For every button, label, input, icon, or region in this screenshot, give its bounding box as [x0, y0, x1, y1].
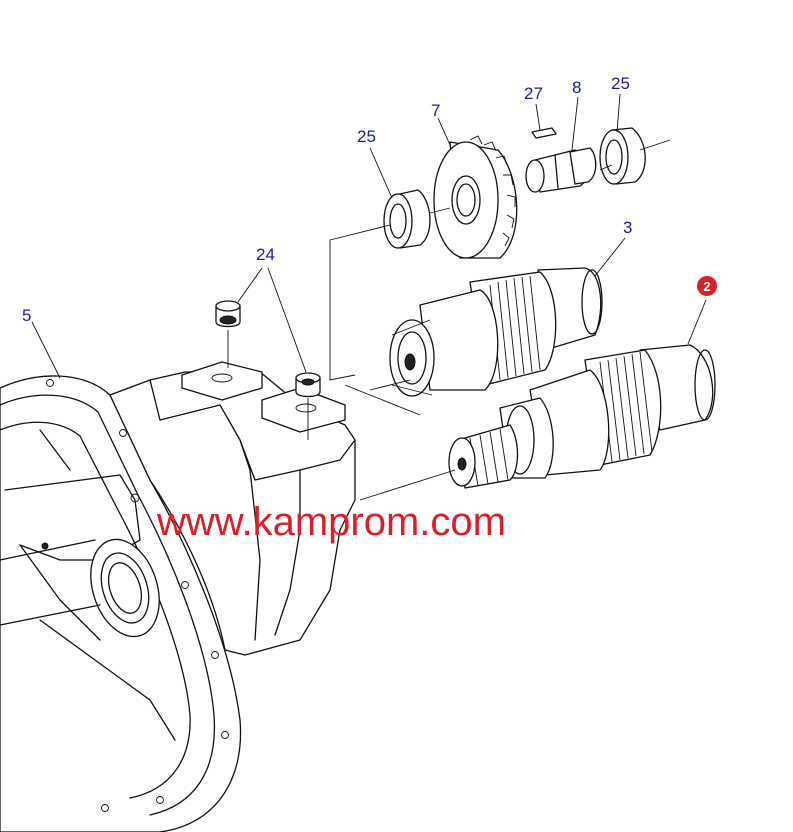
- bolt-hole: [46, 379, 54, 387]
- bolt-hole: [156, 796, 164, 804]
- callout-5: 5: [22, 306, 31, 325]
- plug-part-24-b: [295, 372, 321, 440]
- shaft-part-2: [448, 344, 716, 489]
- callout-25-left: 25: [357, 127, 376, 146]
- callout-7: 7: [431, 101, 440, 120]
- callout-25-right: 25: [611, 74, 630, 93]
- callout-leaders: [31, 93, 707, 379]
- callout-24: 24: [256, 245, 275, 264]
- bolt-hole: [101, 804, 109, 812]
- pinion-shaft-part-3: [389, 267, 603, 397]
- bolt-hole: [119, 429, 127, 437]
- callout-8: 8: [572, 78, 581, 97]
- bolt-hole: [221, 731, 229, 739]
- bearing-part-25-right: [599, 127, 646, 185]
- gear-part-7: [433, 135, 518, 259]
- shaft-part-8: [525, 147, 597, 193]
- callout-3: 3: [623, 218, 632, 237]
- callout-2-badge: 2: [697, 276, 717, 296]
- plug-part-24-a: [215, 300, 241, 368]
- callout-27: 27: [524, 84, 543, 103]
- assembly-axis-lines: [329, 139, 671, 501]
- bolt-hole: [181, 581, 189, 589]
- bolt-hole: [211, 651, 219, 659]
- watermark-text: www.kamprom.com: [156, 500, 506, 544]
- callout-2: 2: [703, 279, 710, 294]
- bearing-part-25-left: [383, 189, 431, 249]
- housing-part-5: [0, 361, 356, 832]
- key-part-27: [531, 127, 557, 139]
